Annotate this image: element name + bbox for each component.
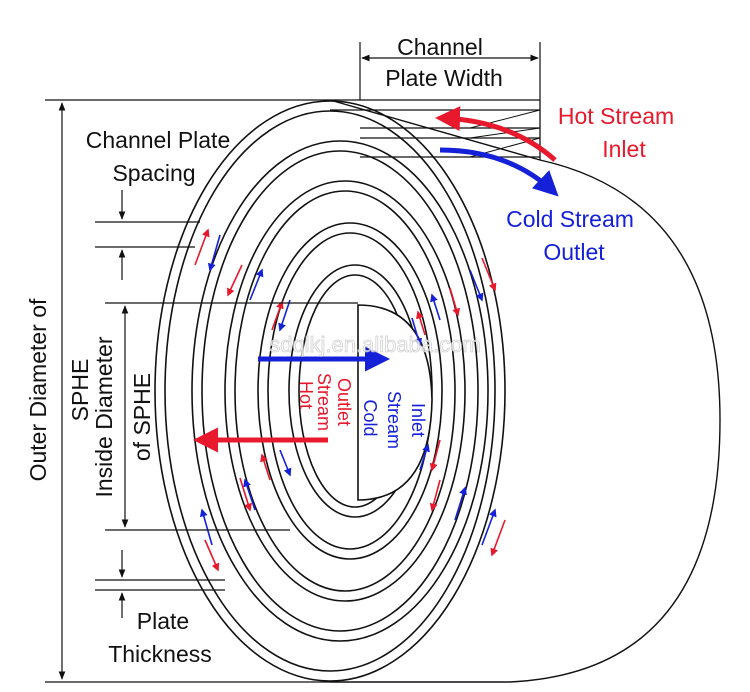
hot-outlet-label-1: Hot bbox=[296, 381, 316, 409]
inside-diameter-label-1: Inside Diameter bbox=[91, 336, 117, 497]
watermark: sdqlkj.en.alibaba.com bbox=[269, 332, 481, 357]
cold-outlet-label-2: Outlet bbox=[543, 239, 605, 265]
channel-plate-width-label-2: Plate Width bbox=[385, 65, 503, 91]
cold-outlet-label-1: Cold Stream bbox=[506, 206, 634, 232]
inside-diameter-label-2: of SPHE bbox=[129, 373, 155, 461]
plate-thickness-label-2: Thickness bbox=[108, 641, 212, 667]
plate-thickness-label-1: Plate bbox=[137, 608, 189, 634]
channel-plate-spacing-label-2: Spacing bbox=[112, 160, 195, 186]
cold-inlet-label-1: Cold bbox=[360, 399, 380, 436]
hot-inlet-arrow bbox=[435, 106, 557, 162]
channel-plate-spacing-label-1: Channel Plate bbox=[86, 127, 231, 153]
outer-diameter-label-1: Outer Diameter of bbox=[25, 298, 51, 481]
cold-inlet-label-3: Inlet bbox=[408, 403, 428, 437]
flow-arrows-left bbox=[194, 228, 292, 572]
flow-arrows-right bbox=[411, 257, 506, 557]
cold-inlet-label-2: Stream bbox=[384, 391, 404, 449]
dimension-lines bbox=[45, 42, 541, 683]
cold-outlet-arrow bbox=[439, 147, 559, 197]
outer-diameter-label-2: SPHE bbox=[67, 359, 93, 422]
hot-inlet-label-1: Hot Stream bbox=[558, 103, 674, 129]
channel-plate-width-label-1: Channel bbox=[397, 34, 483, 60]
hot-outlet-label-2: Stream bbox=[314, 373, 334, 431]
hot-inlet-label-2: Inlet bbox=[602, 136, 646, 162]
hot-outlet-label-3: Outlet bbox=[334, 378, 354, 426]
